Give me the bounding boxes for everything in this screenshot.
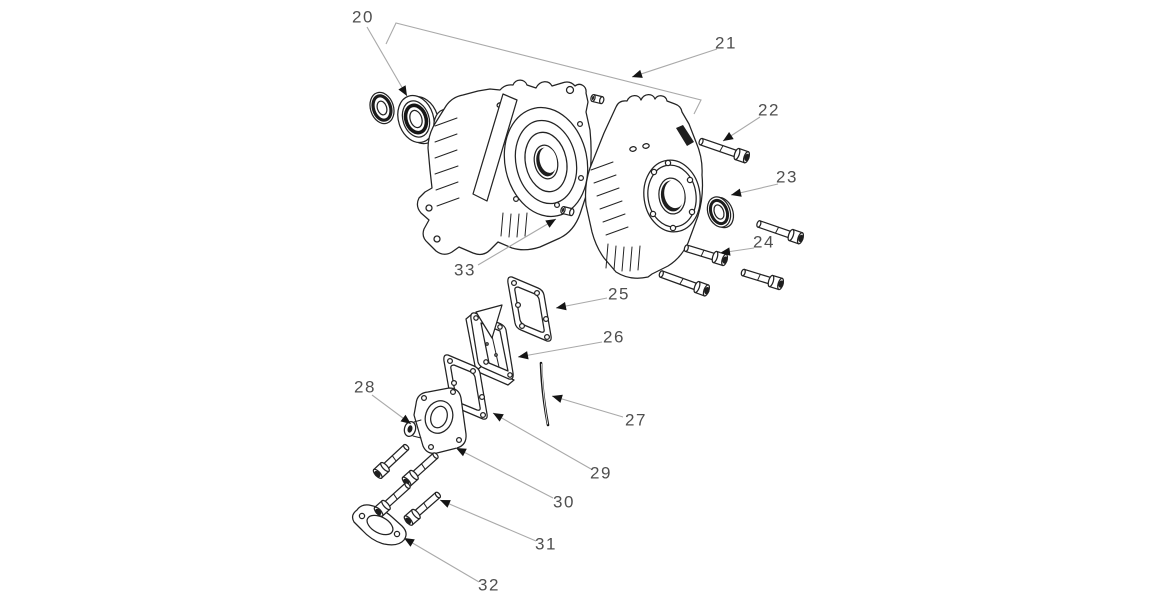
assembly-bracket-line: [385, 22, 702, 115]
oil-seal-icon: [369, 91, 395, 125]
socket-bolt-31-icon: [373, 482, 411, 517]
callout-22: 22: [722, 101, 780, 142]
socket-bolt-24-icon: [683, 244, 729, 267]
arrowhead-icon: [545, 219, 556, 228]
part-number-label: 24: [753, 233, 775, 252]
outer-gasket: [507, 276, 552, 342]
arrowhead-icon: [720, 247, 731, 256]
socket-bolt-31-icon: [372, 443, 410, 479]
callout-26: 26: [517, 328, 625, 360]
right-crankcase-half: [584, 94, 704, 279]
flange-gasket: [351, 504, 407, 546]
front-brace: [472, 93, 518, 202]
arrowhead-icon: [518, 351, 529, 360]
arrowhead-icon: [398, 85, 407, 96]
callout-28: 28: [354, 378, 412, 425]
callout-25: 25: [555, 285, 630, 311]
arrowhead-icon: [440, 500, 451, 508]
callout-31: 31: [439, 499, 557, 554]
shaft-seal-icon: [706, 196, 735, 229]
leader-line: [477, 218, 557, 266]
dowel-pin-upper-icon: [590, 93, 605, 105]
socket-bolt-24-icon: [756, 220, 805, 245]
arrowhead-icon: [723, 132, 734, 141]
part-number-label: 30: [553, 493, 575, 512]
socket-bolt-22-icon: [698, 137, 751, 164]
part-number-label: 27: [625, 411, 647, 430]
callout-29: 29: [492, 412, 612, 483]
part-number-label: 33: [454, 261, 476, 280]
leader-line: [492, 412, 592, 470]
reed-petal-icon: [539, 361, 550, 427]
callout-27: 27: [551, 394, 647, 430]
socket-bolt-24-icon: [658, 270, 711, 297]
part-number-label: 26: [603, 328, 625, 347]
part-number-label: 25: [608, 285, 630, 304]
leader-line: [517, 341, 603, 358]
socket-bolt-31-icon: [403, 491, 442, 526]
callout-24: 24: [719, 233, 775, 256]
leader-line: [403, 537, 480, 583]
part-number-label: 22: [758, 101, 780, 120]
intake-manifold: [403, 387, 467, 454]
arrowhead-icon: [493, 413, 504, 422]
arrowhead-icon: [632, 69, 643, 78]
arrowhead-icon: [404, 538, 415, 547]
part-number-label: 32: [478, 576, 500, 595]
part-number-label: 20: [352, 8, 374, 27]
part-number-label: 31: [535, 535, 557, 554]
arrowhead-icon: [552, 394, 563, 403]
arrowhead-icon: [556, 302, 567, 311]
reed-valve-block: [465, 304, 515, 386]
callout-20: 20: [352, 8, 408, 97]
leader-line: [439, 499, 537, 542]
dowel-pin-lower-icon: [560, 205, 575, 217]
part-number-label: 29: [590, 464, 612, 483]
part-number-label: 21: [715, 34, 737, 53]
socket-bolt-24-icon: [740, 268, 785, 291]
callout-33: 33: [454, 218, 557, 280]
leader-line: [631, 48, 718, 78]
leader-line: [366, 26, 408, 97]
left-crankcase-half: [416, 79, 592, 256]
arrowhead-icon: [400, 414, 411, 424]
callout-30: 30: [455, 447, 575, 512]
callout-32: 32: [403, 537, 500, 595]
arrowhead-icon: [456, 448, 467, 457]
part-number-label: 23: [776, 168, 798, 187]
part-number-label: 28: [354, 378, 376, 397]
leader-line: [455, 447, 554, 499]
arrowhead-icon: [731, 188, 742, 197]
callout-23: 23: [730, 168, 798, 197]
leader-line: [551, 395, 624, 418]
callout-21: 21: [385, 22, 737, 115]
